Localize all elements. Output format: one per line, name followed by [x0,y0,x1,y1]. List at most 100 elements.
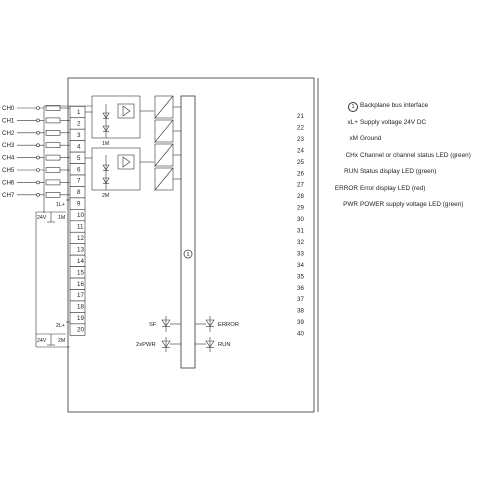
right-terminal-number: 37 [297,296,304,303]
right-terminal-number: 35 [297,273,304,280]
left-terminal-number: 8 [77,189,81,196]
legend-symbol-ground: xM [349,135,358,142]
group1-supply-label: 24V [37,215,47,221]
left-terminal-number: 6 [77,166,81,173]
right-terminal-number: 39 [297,319,304,326]
legend-row-pwr: PWR POWER supply voltage LED (green) [320,197,500,214]
left-terminal-number: 19 [77,315,84,322]
right-terminal-number: 34 [297,262,304,269]
channel-status-leds [154,95,181,191]
opto-2-ground-label: 2M [102,193,109,199]
legend: 1 Backplane bus interface xL+ Supply vol… [320,98,500,214]
legend-row-ground: xM Ground [320,131,500,148]
right-terminal-number: 24 [297,147,304,154]
right-terminal-number: 27 [297,182,304,189]
error-led-label: ERROR [218,322,239,328]
legend-row-run: RUN Status display LED (green) [320,164,500,181]
left-terminal-number: 2 [77,120,81,127]
group2-supply-label: 24V [37,338,47,344]
amplifier-2-icon [122,156,131,168]
channel-label: CH3 [2,142,15,149]
left-terminal-number: 7 [77,178,81,185]
legend-row-channel: CHx Channel or channel status LED (green… [320,148,500,165]
left-terminal [69,323,86,336]
right-terminal-number: 40 [297,331,304,338]
backplane-bus-marker [183,249,193,259]
channel-node [36,131,40,135]
legend-desc-ground: Ground [360,135,382,142]
left-terminal-number: 20 [77,327,84,334]
right-terminal-number: 38 [297,308,304,315]
right-terminal-number: 33 [297,250,304,257]
right-terminal-number: 28 [297,193,304,200]
group-supply-1: 1L+ 24V 1M [36,202,66,223]
right-terminal-number: 23 [297,136,304,143]
right-terminal-number: 32 [297,239,304,246]
channel-resistor [45,130,61,136]
channel-node [36,168,40,172]
legend-row-bus: 1 Backplane bus interface [320,98,500,115]
left-terminal-number: 11 [77,224,84,231]
channel-resistor [45,179,61,186]
run-led-label: RUN [218,342,231,348]
left-terminal-number: 15 [77,269,84,276]
legend-symbol-bus: 1 [348,102,358,112]
channel-resistor [45,142,61,148]
right-terminal-number: 29 [297,205,304,212]
left-terminal-number: 10 [77,212,84,219]
group-supply-2: 2L+ 24V 2M [36,323,66,346]
right-terminal-number: 26 [297,170,304,177]
left-terminal-number: 13 [77,246,84,253]
left-terminal-number: 17 [77,292,84,299]
right-terminal-number: 25 [297,159,304,166]
channel-node [36,193,40,197]
legend-symbol-run: RUN [344,168,358,175]
channel-resistor [45,154,61,161]
channel-label: CH2 [2,130,15,137]
left-terminal-number: 1 [77,109,81,116]
status-leds: SF ERROR 2xPWR RUN [136,316,239,352]
left-terminal-number: 14 [77,258,84,265]
channel-resistor [45,167,61,173]
right-terminal-number: 36 [297,285,304,292]
legend-desc-channel: Channel or channel status LED (green) [360,151,471,159]
sf-led-label: SF [149,322,157,328]
channel-label: CH5 [2,167,15,174]
channel-resistor [45,117,61,124]
legend-desc-error: Error display LED (red) [360,184,426,192]
left-terminal-number: 9 [77,201,81,208]
right-terminal-number: 31 [297,228,304,235]
legend-desc-supply: Supply voltage 24V DC [360,118,427,126]
channel-node [36,180,40,185]
channel-node [36,143,40,147]
pwr-led-label: 2xPWR [136,342,156,348]
group1-m-label: 1M [58,215,65,221]
left-terminal-number: 18 [77,304,84,311]
channel-label: CH1 [2,117,15,124]
opto-1-ground-label: 1M [102,141,109,147]
group2-l-label: 2L+ [56,323,65,329]
left-terminal-number: 3 [77,132,81,139]
channel-node [36,106,40,110]
amplifier-1-icon [122,105,131,117]
right-terminal-number: 21 [297,113,304,120]
legend-desc-bus: Backplane bus interface [360,102,429,109]
channel-label: CH6 [2,179,15,186]
input-groups: 1M 2M [91,95,154,199]
optocoupler-2-box [91,147,141,191]
group2-m-label: 2M [58,338,65,344]
group1-l-label: 1L+ [56,202,65,208]
legend-symbol-supply: xL+ [347,118,358,126]
module-housing [67,77,315,413]
left-terminal-number: 16 [77,281,84,288]
channel-resistor [45,192,61,198]
backplane-bus-number: 1 [186,252,189,258]
channel-label: CH0 [2,105,15,112]
channel-node [36,155,40,160]
channel-node [36,118,40,123]
left-terminal-number: 4 [77,143,81,150]
backplane-bus [180,95,196,369]
